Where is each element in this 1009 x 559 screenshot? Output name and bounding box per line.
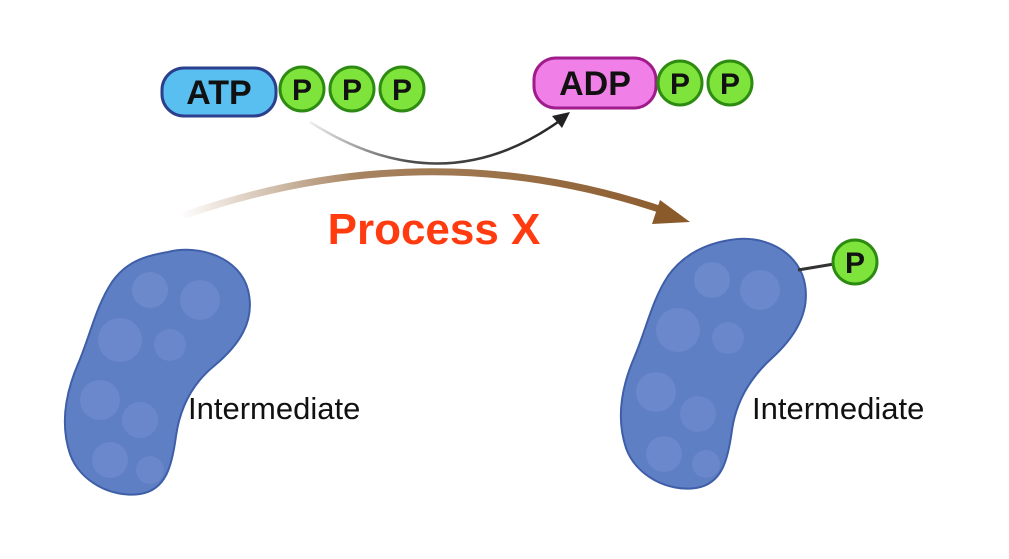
atp-phosphate-2: P xyxy=(328,65,376,113)
atp-pill xyxy=(160,66,278,118)
process-label: Process X xyxy=(328,205,541,254)
phosphate-label: P xyxy=(845,247,865,280)
adp-label: ADP xyxy=(559,65,631,103)
phosphate-label: P xyxy=(342,74,362,107)
phosphate-bond xyxy=(797,262,835,272)
adp-phosphate-1: P xyxy=(656,59,704,107)
left-protein-label: Intermediate xyxy=(188,391,360,426)
atp-to-adp-arrow xyxy=(309,112,570,165)
phosphate-label: P xyxy=(720,68,740,101)
adp-pill xyxy=(532,56,658,110)
atp-phosphate-3: P xyxy=(378,65,426,113)
atp-phosphate-1: P xyxy=(278,65,326,113)
phosphate-label: P xyxy=(292,74,312,107)
right-protein-label: Intermediate xyxy=(752,391,924,426)
adp-phosphate-2: P xyxy=(706,59,754,107)
attached-phosphate: P xyxy=(831,238,879,286)
phosphate-label: P xyxy=(392,74,412,107)
atp-molecule: ATP P P P xyxy=(160,65,426,118)
phosphate-label: P xyxy=(670,68,690,101)
right-protein-shape xyxy=(620,237,807,490)
process-arrow xyxy=(181,168,690,224)
left-protein-shape xyxy=(64,248,251,496)
adp-molecule: ADP P P xyxy=(532,56,754,110)
atp-label: ATP xyxy=(186,74,251,112)
